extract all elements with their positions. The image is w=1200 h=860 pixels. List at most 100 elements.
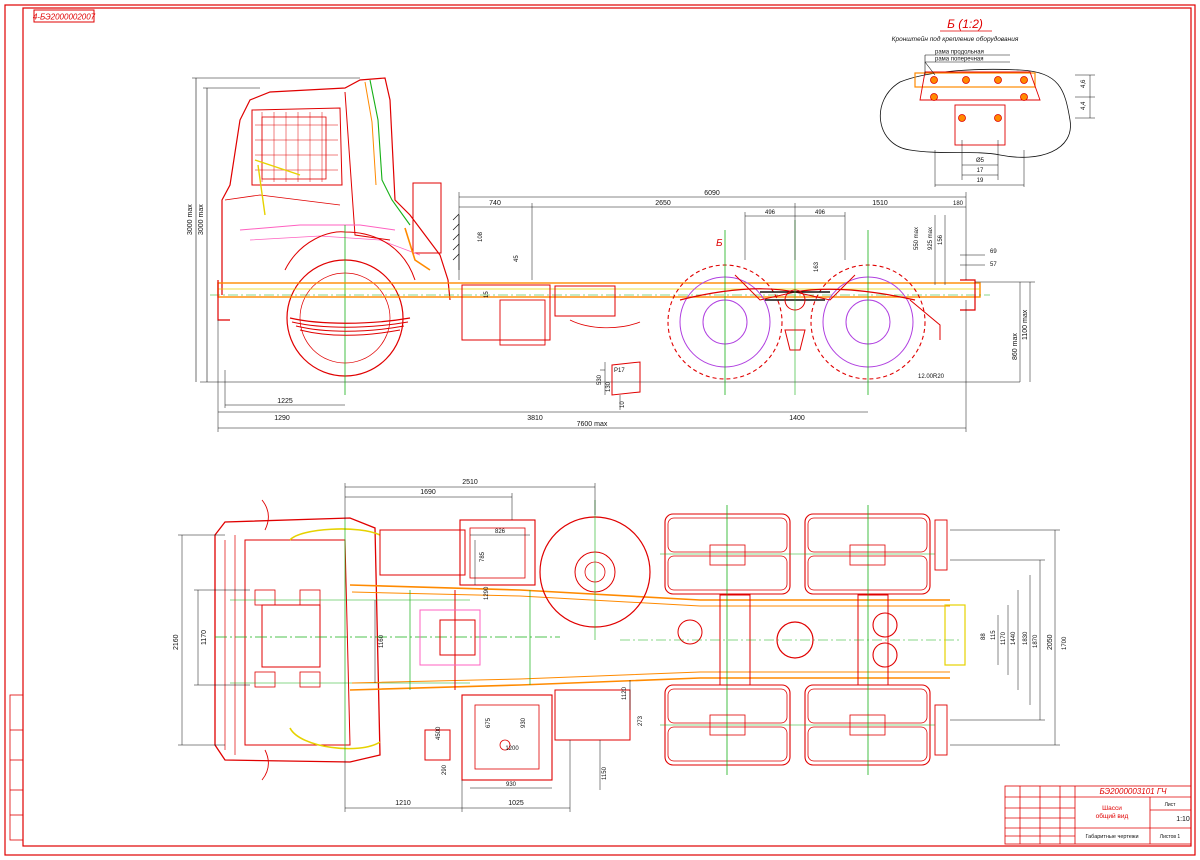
side-dim-45: 45 [514,255,520,262]
cab-top [214,499,560,781]
side-dim-1225: 1225 [277,398,293,405]
side-dim-156: 156 [938,234,944,245]
inset-dim-p17: P17 [614,368,625,374]
front-wheel [284,225,416,395]
top-dim-1025: 1025 [508,800,524,807]
side-dim-57: 57 [990,262,997,268]
side-dim-height-1: 3000 max [187,204,194,235]
side-dims-bottom [217,300,967,432]
svg-text:4-БЭ2000002007: 4-БЭ2000002007 [33,13,96,22]
detail-note-1: рама продольная [935,50,984,56]
fuel-tank [461,284,641,346]
callout-b: Б [716,238,723,249]
top-dim-930-b: 930 [521,717,527,728]
top-dim-1440: 1440 [1011,631,1017,645]
side-dim-1100: 1100 max [1022,309,1029,340]
top-dim-1690: 1690 [420,489,436,496]
top-dim-1170-right: 1170 [1001,631,1007,645]
detail-b-subtitle: Кронштейн под крепление оборудования [892,35,1019,43]
doc-code-stamp: 4-БЭ2000002007 [33,9,96,23]
side-dim-108: 108 [478,231,484,242]
title-block [1004,785,1192,845]
side-dim-550: 550 max [914,227,920,250]
side-dim-69: 69 [990,249,997,255]
top-dim-88: 88 [981,633,987,640]
side-dim-6090: 6090 [704,190,720,197]
left-margin-table [9,694,24,841]
top-dim-1290-b: 1290 [484,586,490,600]
side-dim-496-b: 496 [815,210,826,216]
side-dim-15: 15 [484,291,490,298]
top-dim-273: 273 [638,715,644,726]
rear-suspension [679,220,941,395]
top-dim-1120: 1120 [622,686,628,700]
detail-b-view: Б (1:2) Кронштейн под крепление оборудов… [879,17,1095,187]
detail-dim-4: 17 [977,168,984,174]
top-dim-930: 930 [506,782,517,788]
side-view: 3000 max 3000 max [187,77,1035,432]
inset-bracket: 530 P17 130 10 [597,361,641,410]
detail-note-2: рама поперечная [935,57,983,63]
title-name-2: общий вид [1096,812,1129,820]
detail-dim-2: 4,4 [1081,101,1087,110]
side-dims-right [934,215,1035,382]
title-scale: 1:10 [1176,816,1190,823]
top-dim-1150: 1150 [602,766,608,780]
side-dim-2650: 2650 [655,200,671,207]
tire-label: 12.00R20 [918,374,945,380]
inset-dim-10: 10 [620,401,626,408]
top-dim-1200: 1200 [505,746,519,752]
side-dim-1400: 1400 [789,415,805,422]
side-dim-3810: 3810 [527,415,543,422]
front-leaf-spring [289,317,411,336]
rear-axles [620,519,966,756]
side-dim-163: 163 [814,261,820,272]
spare-wheel [539,500,651,640]
side-dim-7600: 7600 max [577,421,608,428]
top-dims-left [178,534,376,746]
top-dim-115: 115 [991,630,997,640]
rear-wheel-1 [667,230,783,395]
inner-frame [22,7,1192,847]
outer-frame [4,4,1196,856]
top-dim-1870: 1870 [1033,634,1039,648]
side-dim-180: 180 [953,201,964,207]
top-dim-1170-left: 1170 [201,630,208,645]
top-dim-826: 826 [495,529,506,535]
side-dim-925: 925 max [928,227,934,250]
engine-top [379,519,536,666]
title-material: Габаритные чертежи [1085,834,1138,840]
side-dim-740: 740 [489,200,501,207]
top-dim-2050: 2050 [1047,634,1054,650]
detail-b-label: Б (1:2) [947,17,983,31]
frame-top [349,584,950,691]
inset-dim-130: 130 [606,381,612,392]
top-view: 2510 1690 826 785 2160 1170 1160 [173,479,1068,812]
top-dim-2510: 2510 [462,479,478,486]
frame-rail [210,279,990,321]
detail-dim-3: Ø5 [976,158,985,164]
detail-dim-5: 19 [977,178,984,184]
top-dim-675: 675 [486,717,492,728]
top-dim-1160: 1160 [379,634,385,648]
top-dim-4500: 4500 [436,726,442,740]
side-dim-496-a: 496 [765,210,776,216]
top-dims-right [950,529,1060,746]
cab-rear-wall [452,213,460,270]
side-dim-860: 860 max [1012,333,1019,360]
side-dim-1510: 1510 [872,200,888,207]
top-dim-290: 290 [442,764,448,775]
detail-dim-1: 4,6 [1081,79,1087,88]
cab [221,77,451,301]
top-dim-785: 785 [480,551,486,562]
top-dim-1830: 1830 [1023,631,1029,645]
side-dims-top [458,192,967,280]
title-sheet-label: Лист [1165,802,1177,808]
inset-dim-530: 530 [597,374,603,385]
rear-wheel-2 [810,230,926,395]
side-dim-height-2: 3000 max [198,204,205,235]
title-sheets-label: Листов 1 [1160,834,1181,840]
top-dim-1210: 1210 [395,800,411,807]
side-dim-1290: 1290 [274,415,290,422]
